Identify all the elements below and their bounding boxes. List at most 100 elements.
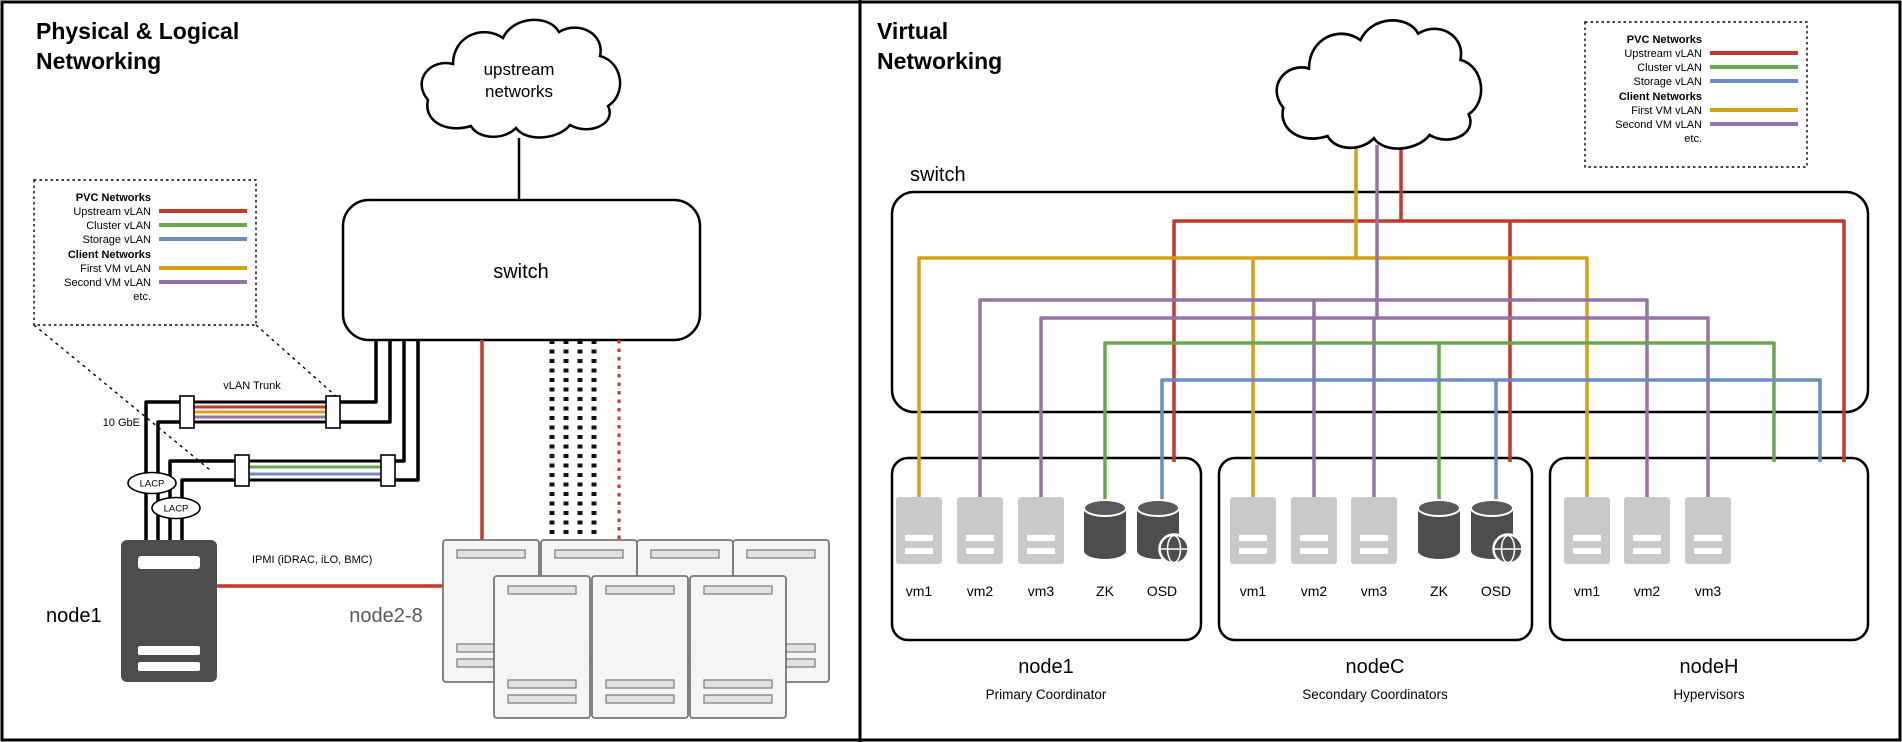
node2-8-links [549,340,621,578]
lacp-oval [127,471,177,495]
virtual-cloud [1275,19,1483,150]
legend-upstream-label: Upstream vLAN [1624,48,1702,60]
legend-firstvm-label: First VM vLAN [80,263,151,275]
node1-slot [138,646,200,655]
nodeC-subtitle: Secondary Coordinators [1302,687,1448,702]
legend-client-header: Client Networks [1619,91,1702,103]
physical-switch-label: switch [493,261,549,283]
lacp-oval [151,496,201,520]
physical-title-line2: Networking [36,48,161,74]
node2-8-label: node2-8 [349,605,422,627]
vm-icon [957,497,1003,564]
vm-label: vm3 [1028,583,1055,599]
vm-icon [1564,497,1610,564]
cable [395,340,420,482]
nodeH-subtitle: Hypervisors [1673,687,1745,702]
legend-virtual: PVC Networks Upstream vLAN Cluster vLAN … [1584,21,1808,168]
legend-firstvm-label: First VM vLAN [1631,105,1702,117]
vm-icon [1351,497,1397,564]
trunk-connector [179,395,195,429]
virtual-panel: Virtual Networking PVC Networks Upstream… [877,18,1870,702]
ipmi-line [214,340,484,588]
legend-box [1584,21,1808,168]
storage-wire [1160,378,1822,505]
storage-vlan-wires [1160,378,1822,505]
legend-etc-label: etc. [133,291,151,303]
legend-cluster-label: Cluster vLAN [1637,62,1702,74]
node1-label: node1 [46,605,102,627]
vm-label: vm1 [1574,583,1601,599]
vlan-trunk-1: vLAN Trunk [179,380,341,429]
legend-box [33,179,257,326]
ipmi-label: IPMI (iDRAC, iLO, BMC) [252,554,372,566]
legend-upstream-label: Upstream vLAN [73,206,151,218]
vm-label: vm3 [1695,583,1722,599]
vm-label: vm2 [967,583,994,599]
legend-client-header: Client Networks [68,249,151,261]
server-icon [591,575,689,719]
nodeC-contents: vm1 vm2 vm3 ZK OSD [1230,497,1524,599]
osd-label: OSD [1147,583,1177,599]
vm-icon [1291,497,1337,564]
node2-8-servers [442,539,830,719]
node1-contents: vm1 vm2 vm3 ZK OSD [896,497,1190,599]
cable [340,340,378,404]
virtual-title-line2: Networking [877,48,1002,74]
legend-storage-label: Storage vLAN [83,234,152,246]
vm-label: vm3 [1361,583,1388,599]
nodeH-name: nodeH [1680,656,1739,678]
virtual-switch-label: switch [910,164,966,186]
physical-panel: Physical & Logical Networking PVC Networ… [33,18,830,719]
vlan-trunk-label: vLAN Trunk [223,380,281,392]
legend-pvc-header: PVC Networks [76,192,151,204]
nodeC-name: nodeC [1346,656,1405,678]
legend-cluster-label: Cluster vLAN [86,220,151,232]
trunk-connector [380,454,396,487]
legend-secondvm-label: Second VM vLAN [64,277,151,289]
server-icon [493,575,591,719]
node1-subtitle: Primary Coordinator [986,687,1107,702]
speed-label: 10 GbE [103,417,140,429]
node1-server [121,540,217,682]
vm-label: vm2 [1634,583,1661,599]
second-vm-vlan-wires [978,145,1710,505]
node1-slot [138,662,200,671]
cloud-label-line2: networks [485,82,553,101]
cable [340,340,392,424]
physical-switch-box [341,198,702,342]
legend-callout-line [33,324,211,471]
trunk-connector [325,395,341,429]
lacp-group-2: LACP [151,496,201,520]
legend-callout-line [255,324,339,399]
zookeeper-icon [1083,499,1127,560]
vm-icon [1624,497,1670,564]
cluster-vlan-wires [1103,341,1776,505]
trunk-connector [234,454,250,487]
nodeH-contents: vm1 vm2 vm3 [1564,497,1731,599]
vm-label: vm1 [1240,583,1267,599]
physical-title-line1: Physical & Logical [36,18,239,44]
vm-label: vm2 [1301,583,1328,599]
vm-icon [1685,497,1731,564]
zk-label: ZK [1096,583,1115,599]
lacp-label: LACP [164,504,189,515]
virtual-switch-box [890,190,1870,414]
lacp-group-1: LACP [127,471,177,495]
legend-pvc-header: PVC Networks [1627,34,1702,46]
osd-label: OSD [1481,583,1511,599]
virtual-title-line1: Virtual [877,18,948,44]
zookeeper-icon [1417,499,1461,560]
vlan-trunk-2 [234,454,396,487]
cable [144,400,180,540]
zk-label: ZK [1430,583,1449,599]
legend-storage-label: Storage vLAN [1634,76,1703,88]
server-icon [689,575,787,719]
cable [395,340,406,463]
cable [180,478,235,540]
lacp-label: LACP [140,479,165,490]
legend-secondvm-label: Second VM vLAN [1615,119,1702,131]
vm-icon [1230,497,1276,564]
vm-label: vm1 [906,583,933,599]
